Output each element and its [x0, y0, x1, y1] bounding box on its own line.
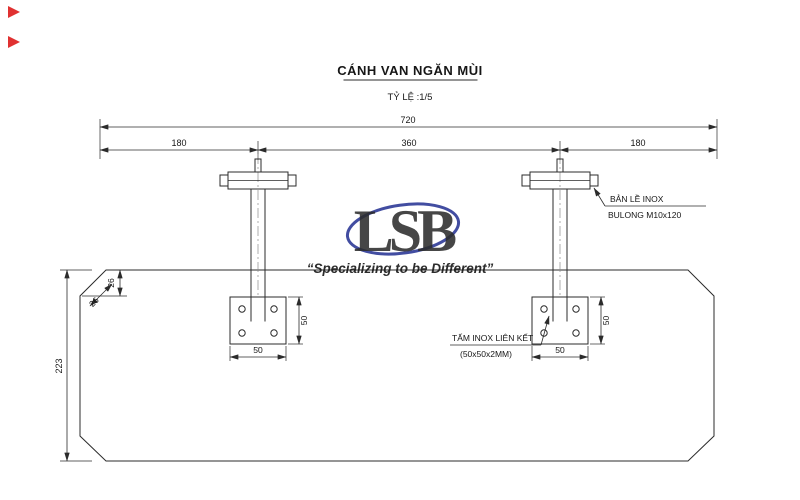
watermark-slogan: “Specializing to be Different” — [307, 261, 494, 276]
body-height-value: 223 — [54, 358, 64, 373]
center-span-value: 360 — [401, 138, 416, 148]
total-width-value: 720 — [400, 115, 415, 125]
top-dimensions: 720 180 360 180 — [99, 115, 718, 160]
plate-callout-title: TẤM INOX LIÊN KẾT — [452, 333, 533, 343]
right-offset-value: 180 — [630, 138, 645, 148]
plate-callout-detail: (50x50x2MM) — [460, 349, 512, 359]
hinge-assembly-left — [220, 154, 309, 361]
hinge-callout-detail: BULONG M10x120 — [608, 210, 681, 220]
hinge-callout: BẢN LỀ INOX BULONG M10x120 — [593, 187, 706, 220]
corner-markers — [8, 6, 20, 48]
hinge-assembly-right — [522, 154, 611, 361]
hinge-callout-title: BẢN LỀ INOX — [610, 193, 664, 204]
red-marker-icon — [8, 36, 20, 48]
logo-text: LSB — [354, 198, 456, 264]
red-marker-icon — [8, 6, 20, 18]
drawing-title: CÁNH VAN NGĂN MÙI — [337, 63, 482, 78]
scale-note: TỶ LỆ :1/5 — [388, 91, 433, 103]
plate-callout: TẤM INOX LIÊN KẾT (50x50x2MM) — [450, 315, 550, 359]
logo-ellipse — [345, 202, 461, 256]
chamfer-dimensions: 26 26 — [82, 269, 127, 309]
left-offset-value: 180 — [171, 138, 186, 148]
watermark: LSB “Specializing to be Different” — [307, 198, 494, 276]
chamfer-v-value: 26 — [106, 278, 116, 288]
flap-body-outline — [79, 269, 715, 462]
height-dimension: 223 — [54, 269, 92, 462]
